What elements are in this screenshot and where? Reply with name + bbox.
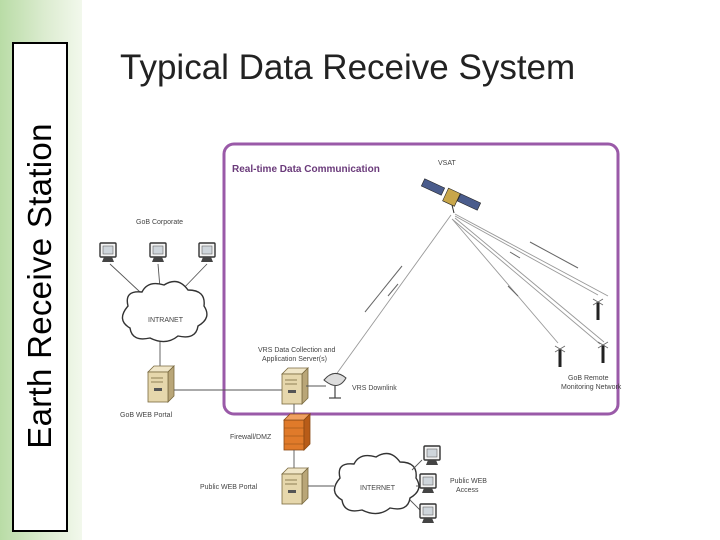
vrs-server-label-2: Application Server(s) — [262, 356, 327, 363]
public-web-portal-server-icon — [281, 467, 309, 505]
vrs-server-label-1: VRS Data Collection and — [258, 347, 336, 354]
vsat-satellite-icon — [420, 178, 482, 214]
internet-label: INTERNET — [360, 485, 396, 492]
computer-icon — [419, 473, 437, 494]
public-web-portal-label: Public WEB Portal — [200, 484, 258, 491]
gob-corporate-label: GoB Corporate — [136, 219, 183, 226]
side-title-box — [12, 42, 68, 532]
satellite-dish-icon — [323, 373, 347, 399]
internet-cloud — [333, 452, 420, 515]
realtime-title: Real-time Data Communication — [232, 164, 380, 175]
computer-icon — [419, 503, 437, 524]
firewall-label: Firewall/DMZ — [230, 434, 272, 441]
computer-icon — [198, 242, 216, 263]
public-web-access-label-1: Public WEB — [450, 478, 487, 485]
gob-web-portal-label: GoB WEB Portal — [120, 412, 173, 419]
gob-remote-label-2: Monitoring Network — [561, 384, 622, 391]
firewall-icon — [283, 413, 311, 451]
vrs-server-icon — [281, 367, 309, 405]
satellite-links — [334, 213, 609, 377]
realtime-frame — [222, 142, 620, 416]
gob-web-portal-server-icon — [147, 365, 175, 403]
remote-tower-icon — [554, 345, 566, 368]
computer-icon — [99, 242, 117, 263]
public-web-access-label-2: Access — [456, 487, 479, 494]
remote-tower-icon — [592, 298, 604, 321]
intranet-label: INTRANET — [148, 317, 184, 324]
intranet-cloud — [121, 280, 208, 343]
vsat-label: VSAT — [438, 160, 456, 167]
computer-icon — [423, 445, 441, 466]
link-arrows — [364, 241, 579, 313]
gob-remote-label-1: GoB Remote — [568, 375, 609, 382]
remote-tower-icon — [597, 341, 609, 364]
computer-icon — [149, 242, 167, 263]
vrs-downlink-label: VRS Downlink — [352, 385, 397, 392]
slide-title: Typical Data Receive System — [120, 48, 576, 87]
